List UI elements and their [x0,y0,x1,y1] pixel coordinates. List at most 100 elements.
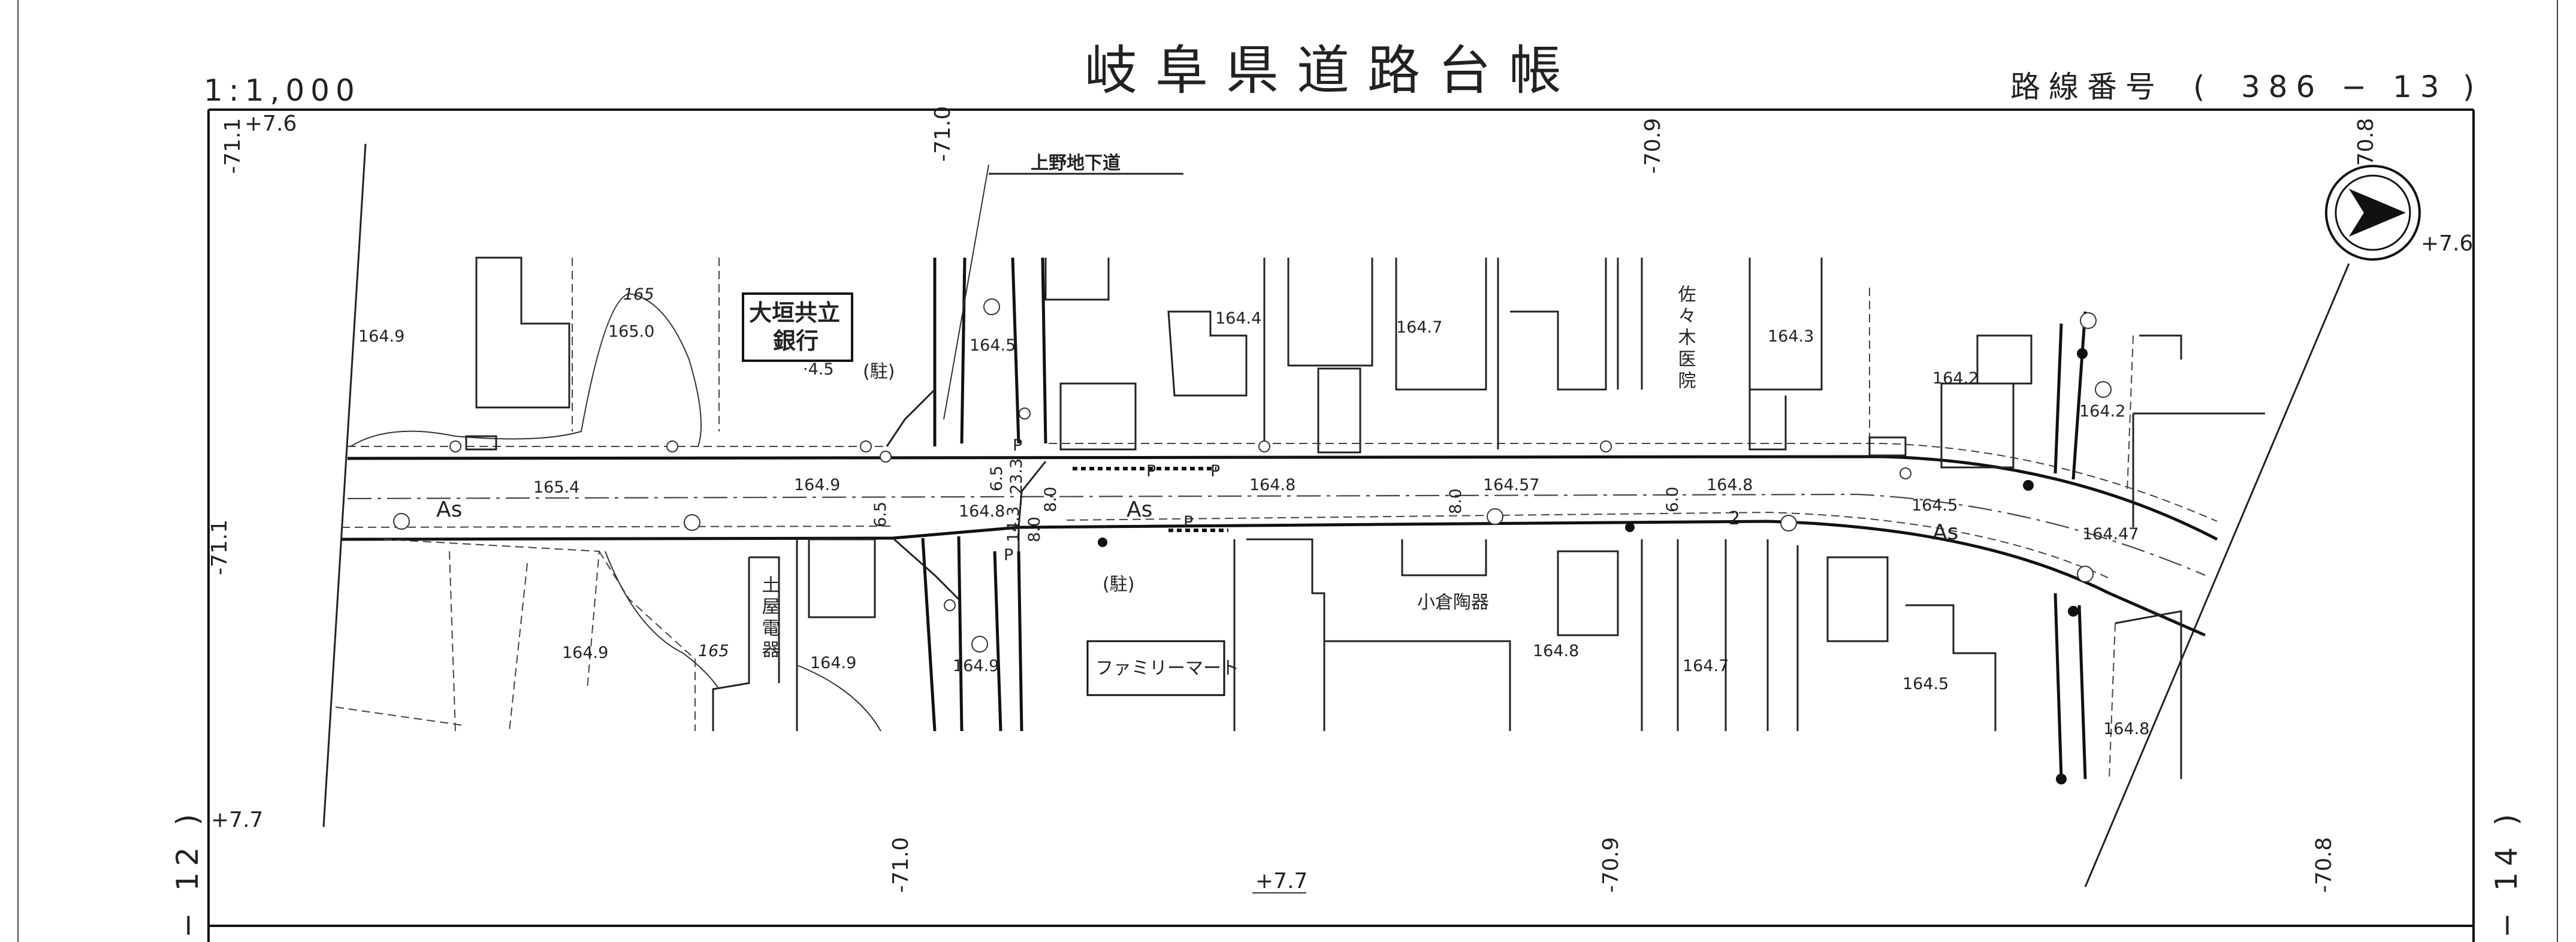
route-number-value: 386 − 13 [2241,70,2448,104]
cross1-south-edges [921,536,964,732]
elevation-point: 164.7 [1396,318,1442,337]
cross-street-right [2053,311,2265,780]
north-arrow-head [2349,189,2406,237]
utility-poles [393,298,2112,784]
sidewalk-south [341,511,2110,579]
road-width: 6.5 [871,502,890,527]
building-n14 [2139,334,2182,360]
sheet-frame [17,0,2558,942]
hydrant-icon [1098,538,1107,547]
electric-label: 土屋電器 [759,575,780,662]
cross3-north-edges [2053,311,2087,480]
cross2-curb [1017,461,1047,528]
elevation-point: 164.2 [1932,369,1979,388]
familymart-label-box [1086,640,1225,696]
building-n11 [1748,390,1787,451]
parking-p: P [1183,513,1193,532]
cross1-north-edges [933,257,967,446]
manhole-icon [1019,407,1031,419]
elevation-point: 164.9 [794,476,840,494]
lot-curve-s1 [796,665,881,732]
elevation-point: 164.47 [2082,525,2139,544]
elevation-point: 164.8 [2103,720,2149,738]
grid-bottom-a: -71.0 [889,837,913,893]
grid-top-a: -71.1 [221,118,245,174]
sheet-number-left: − 12 ) [170,808,205,938]
small-structure [1868,436,1907,457]
map-scale: 1:1,000 [204,73,361,108]
utility-pole-icon [684,514,700,531]
bank-label-line2: 銀行 [773,328,819,354]
contour-label-a: 165 [623,285,654,304]
building-n13 [1940,382,2015,469]
elevation-point: 164.4 [1215,309,1261,328]
manhole-icon [880,451,892,463]
contour-165-north [350,292,702,447]
pavement-label: As [1127,497,1152,522]
grid-bottom-b: -70.9 [1599,837,1623,893]
lane-mark: 2 [1729,508,1740,529]
utility-pole-icon [393,513,410,530]
underpass-leader [943,164,989,420]
building-n12 [1976,334,2033,385]
road-width: 8.0 [1041,487,1060,512]
bank-label-box [742,292,853,362]
elevation-point: ·4.5 [803,360,834,379]
elevation-point: 164.7 [1683,657,1729,675]
building-n2 [1044,258,1110,301]
corner-lot-right [2132,412,2265,527]
buildings-south [335,538,1997,732]
parking-label-a: (駐) [863,361,895,382]
grid-left-mid: -71.1 [207,520,232,575]
clinic-label: 佐々木医院 [1675,285,1696,393]
familymart-label: ファミリーマート [1095,658,1239,679]
road-width: 23.3 [1007,458,1026,494]
building-s2 [808,538,876,618]
cross2-south-edges [993,551,1023,732]
underpass-ramp-b [892,537,960,600]
utility-pole-icon [2077,566,2094,582]
elevation-point: 164.9 [358,327,404,346]
utility-pole-icon [971,636,988,653]
route-number-open: ( [2193,70,2213,104]
hydrant-icon [2056,774,2067,784]
cross2-north-edges [1011,257,1047,444]
elevation-point: 164.9 [953,657,999,675]
underpass-label: 上野地下道 [1031,153,1121,174]
route-number-label: 路線番号 [2010,70,2164,104]
road-width: 6.5 [987,466,1006,491]
building-n3 [1059,382,1137,451]
pavement-label: As [436,497,462,522]
offset-bottom-center: +7.7 [1255,869,1307,893]
grid-top-d: -70.8 [2354,118,2378,174]
utility-pole-icon [1780,515,1797,532]
building-s3 [1246,538,1325,731]
map-boundary-left [322,143,367,828]
building-s6 [1557,550,1619,636]
ogura-label: 小倉陶器 [1417,592,1489,613]
utility-pole-icon [2080,312,2097,329]
elevation-point: 164.8 [1249,476,1295,494]
grid-top-b: -71.0 [931,106,955,162]
hydrant-icon [2077,348,2088,359]
cross-street-underpass [886,164,1183,732]
elevation-point: 164.5 [1911,496,1958,515]
elevation-point: 164.8 [1533,642,1579,660]
elevation-point: 164.8 [1707,476,1753,494]
road-width: 8.0 [1025,517,1044,542]
elevation-point: 164.5 [970,336,1016,355]
building-n10 [1748,258,1823,391]
building-n6 [1317,367,1361,454]
building-s1 [712,556,780,731]
grid-bottom-c: -70.8 [2312,837,2336,893]
lots-south-west-b [599,551,696,731]
manhole-icon [1600,440,1612,452]
road-width: 8.0 [1446,488,1465,514]
elevation-point: 164.8 [959,502,1005,521]
cross-street-2 [993,257,1047,732]
building-s5 [1401,539,1487,576]
corner-lot-right-south [2115,610,2182,779]
utility-pole-icon [2095,381,2112,398]
north-arrow [2325,165,2421,261]
